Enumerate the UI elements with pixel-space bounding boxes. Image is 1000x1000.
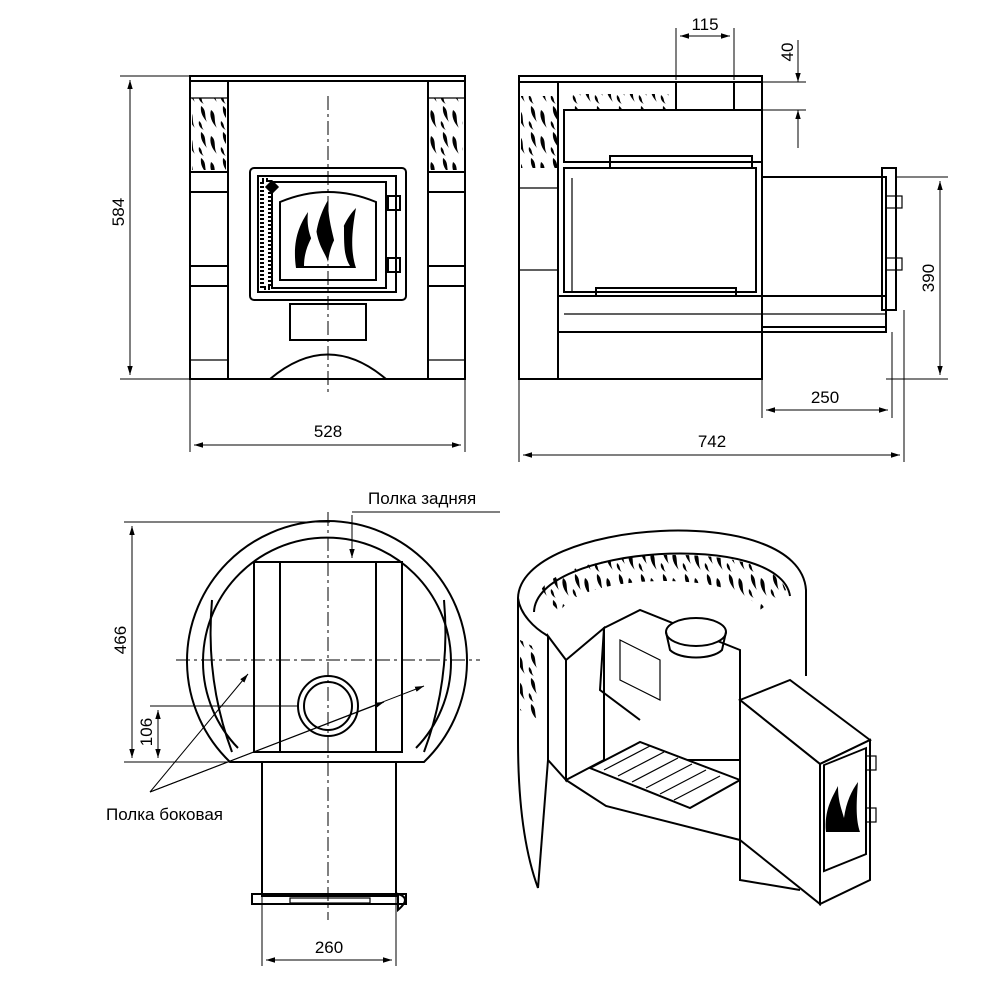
stone-texture [572, 94, 672, 110]
stone-texture [540, 554, 786, 612]
front-view: 584 528 [109, 75, 466, 452]
dim-front-height: 584 [109, 198, 128, 226]
plan-view: Полка задняя Полка боковая 466 106 260 [106, 489, 500, 966]
dim-side-top-opening: 115 [691, 15, 718, 34]
dim-plan-depth: 466 [111, 626, 130, 654]
dim-front-width: 528 [314, 422, 342, 441]
flame-icon [825, 782, 860, 832]
isometric-view [517, 529, 877, 907]
side-view: 115 40 390 250 742 [518, 15, 948, 462]
dim-side-tunnel-length: 250 [811, 388, 839, 407]
dim-side-top-height: 40 [778, 43, 797, 62]
label-rear-shelf: Полка задняя [368, 489, 476, 508]
stone-texture [520, 640, 540, 720]
stone-texture [430, 98, 463, 170]
dim-side-tunnel-height: 390 [919, 264, 938, 292]
stone-texture [192, 98, 226, 170]
dim-plan-tunnel-width: 260 [315, 938, 343, 957]
dim-side-total-length: 742 [698, 432, 726, 451]
dim-plan-offset: 106 [137, 718, 156, 746]
flame-icon [294, 200, 356, 268]
stone-texture [521, 96, 557, 168]
label-side-shelf: Полка боковая [106, 805, 223, 824]
